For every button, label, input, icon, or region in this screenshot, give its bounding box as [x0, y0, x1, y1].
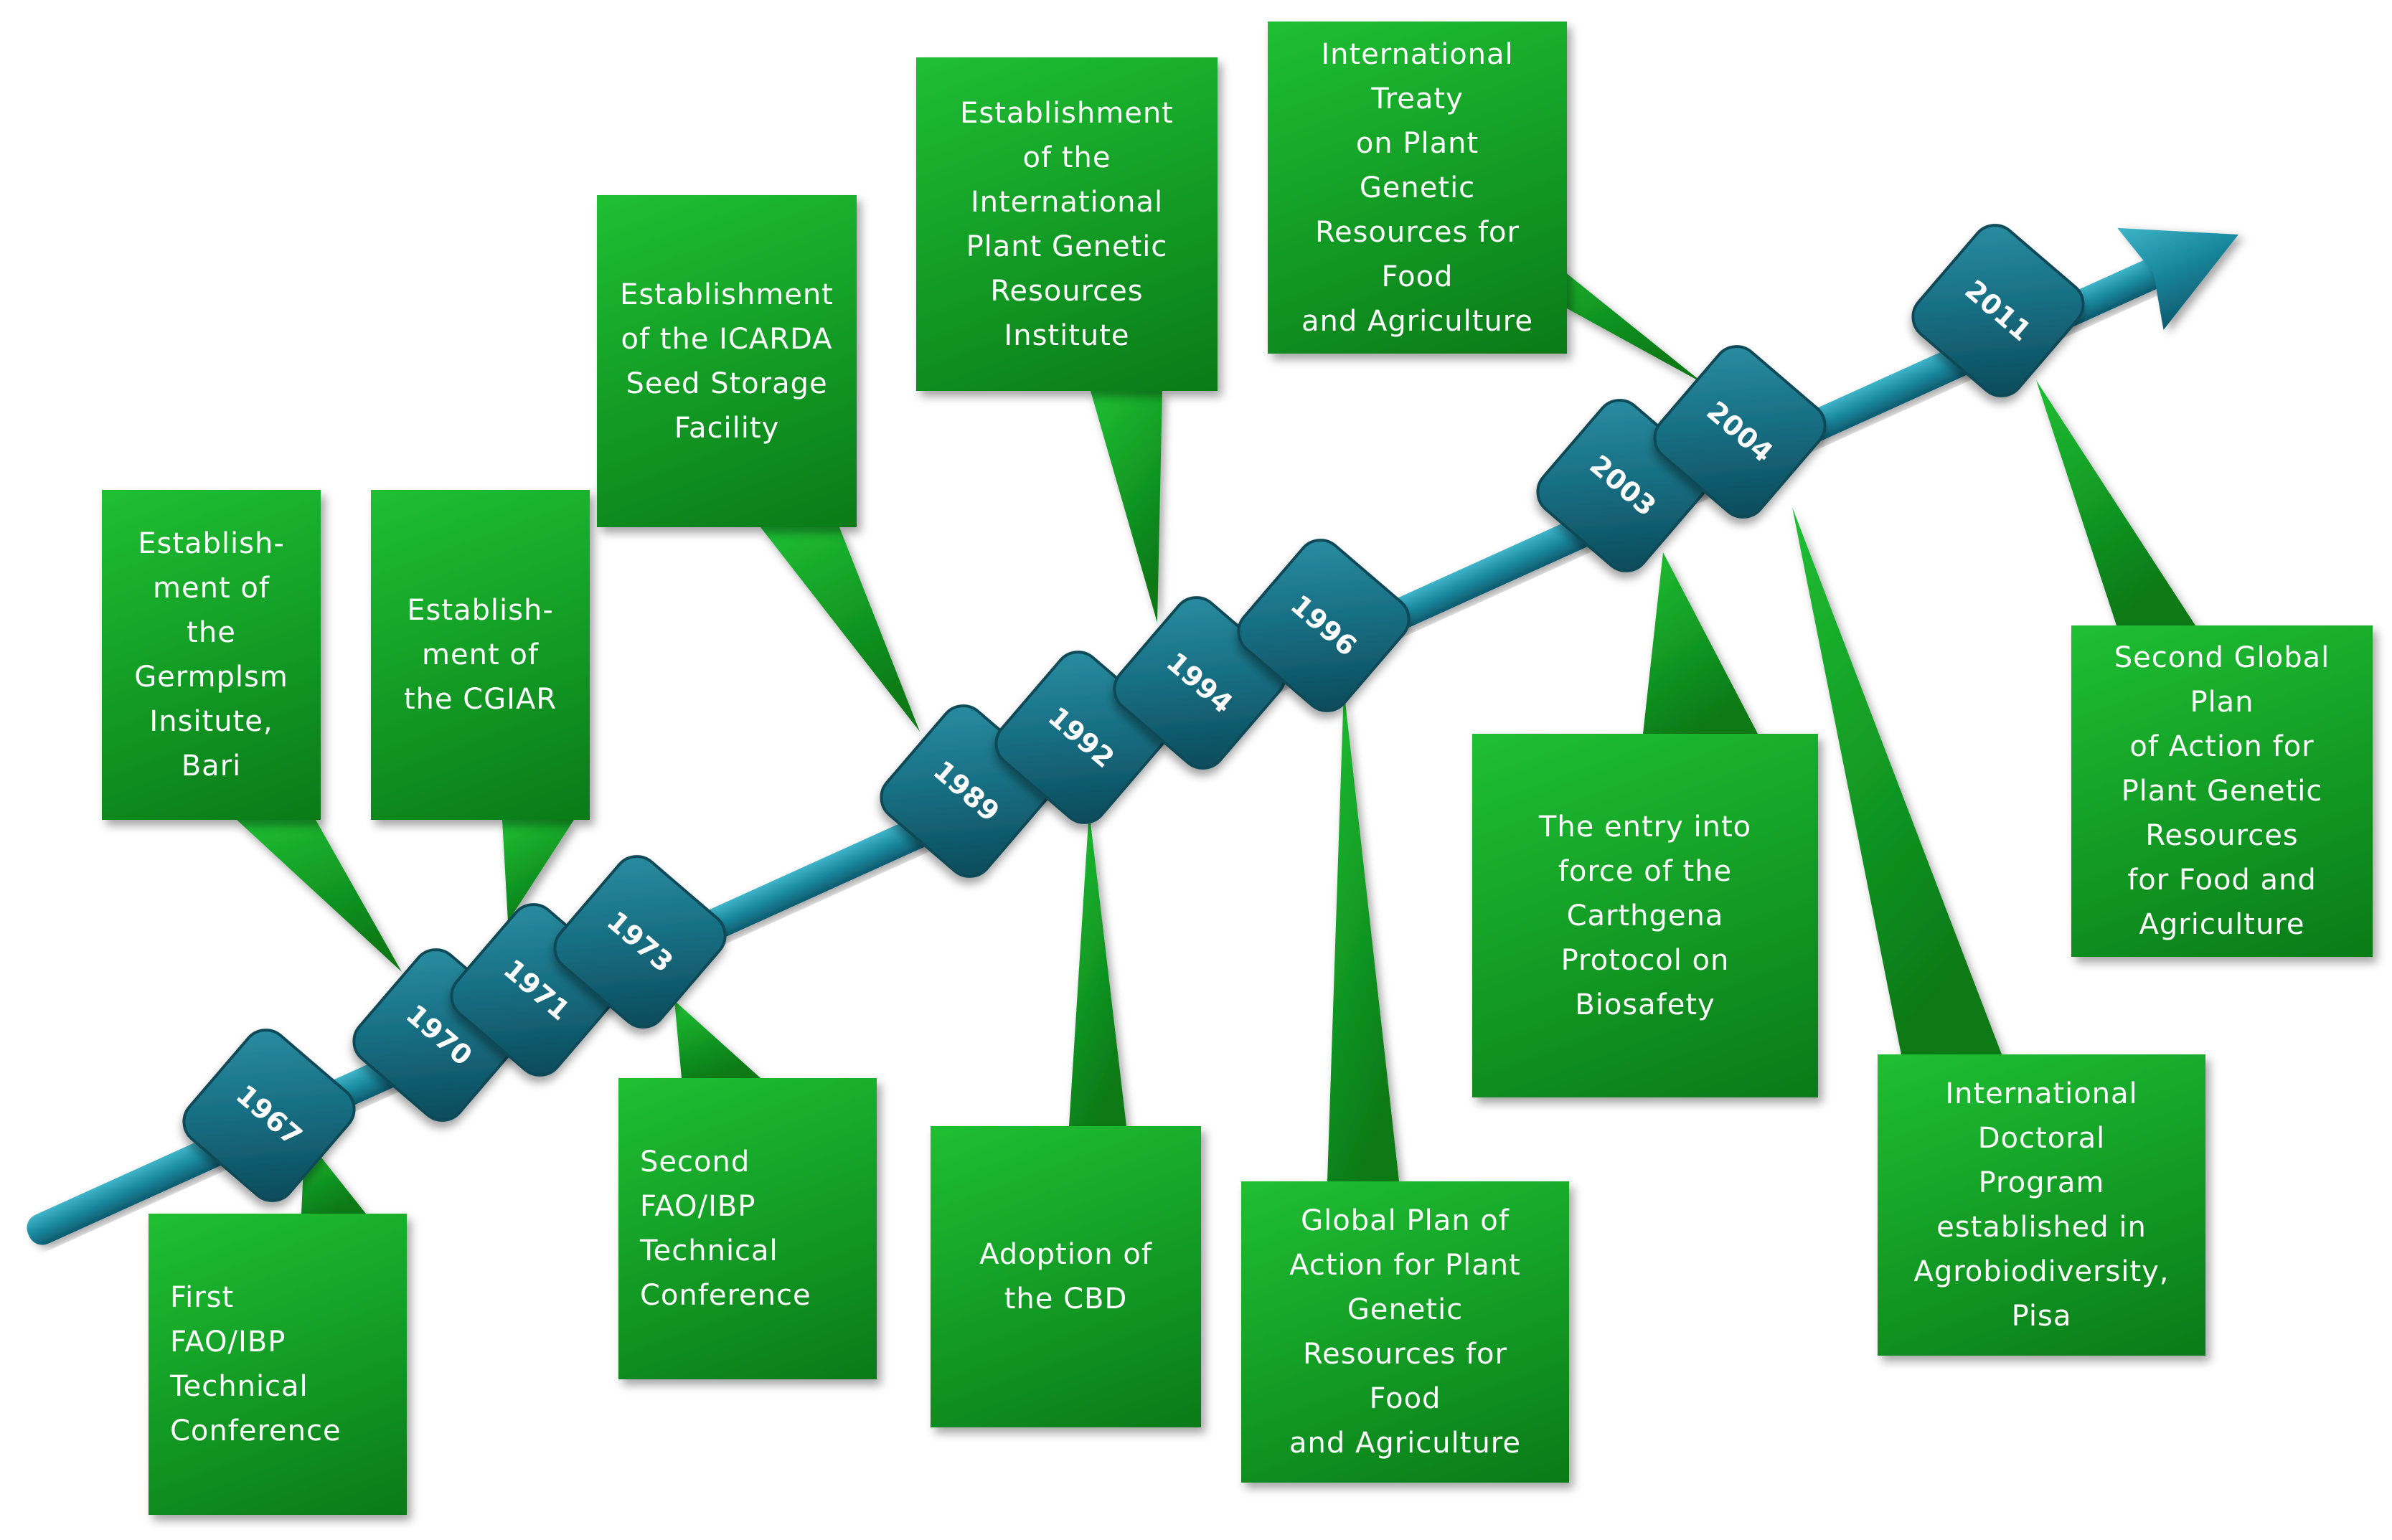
event-germplasm-institute-bari: Establish- ment of the Germplsm Insitute… [102, 490, 321, 820]
year-marker-box [553, 855, 727, 1029]
callout-pointer-1973 [674, 1001, 761, 1078]
year-marker-box [182, 1029, 356, 1202]
year-marker-box [1911, 224, 2085, 397]
callout-pointer-2004 [1792, 507, 2002, 1054]
callout-pointer-1989 [761, 527, 920, 732]
year-marker-2004: 2004 [1653, 345, 1827, 519]
callout-pointer-1971 [502, 820, 574, 922]
event-cartagena-protocol: The entry into force of the Carthgena Pr… [1472, 734, 1818, 1097]
event-global-plan-of-action: Global Plan of Action for Plant Genetic … [1241, 1181, 1569, 1483]
year-markers: 1967197019711973198919921994199620032004… [182, 224, 2085, 1202]
year-marker-1973: 1973 [553, 855, 727, 1029]
year-marker-box [1237, 539, 1411, 712]
callout-pointer-1970 [237, 820, 402, 972]
event-cgiar-establishment: Establish- ment of the CGIAR [371, 490, 590, 820]
year-marker-1967: 1967 [182, 1029, 356, 1202]
event-second-fao-ibp-conference: Second FAO/IBP Technical Conference [618, 1078, 877, 1379]
event-international-treaty: International Treaty on Plant Genetic Re… [1268, 22, 1567, 354]
timeline-arrowhead [2117, 227, 2239, 330]
event-first-fao-ibp-conference: First FAO/IBP Technical Conference [149, 1214, 407, 1515]
event-second-global-plan: Second Global Plan of Action for Plant G… [2071, 625, 2373, 957]
year-marker-box [1653, 345, 1827, 519]
event-doctoral-program-pisa: International Doctoral Program establish… [1878, 1054, 2205, 1356]
event-cbd-adoption: Adoption of the CBD [931, 1126, 1201, 1427]
callout-pointer-1992 [1069, 811, 1126, 1126]
year-marker-1996: 1996 [1237, 539, 1411, 712]
callout-pointer-1996 [1327, 689, 1399, 1181]
callout-pointers [237, 237, 2195, 1214]
event-icarda-seed-storage: Establishment of the ICARDA Seed Storage… [597, 195, 857, 527]
callout-pointer-2011 [2036, 380, 2195, 625]
callout-pointer-1994 [1091, 391, 1162, 623]
callout-pointer-2003 [1643, 552, 1758, 734]
year-marker-2011: 2011 [1911, 224, 2085, 397]
event-ipgri-establishment: Establishment of the International Plant… [916, 57, 1218, 391]
